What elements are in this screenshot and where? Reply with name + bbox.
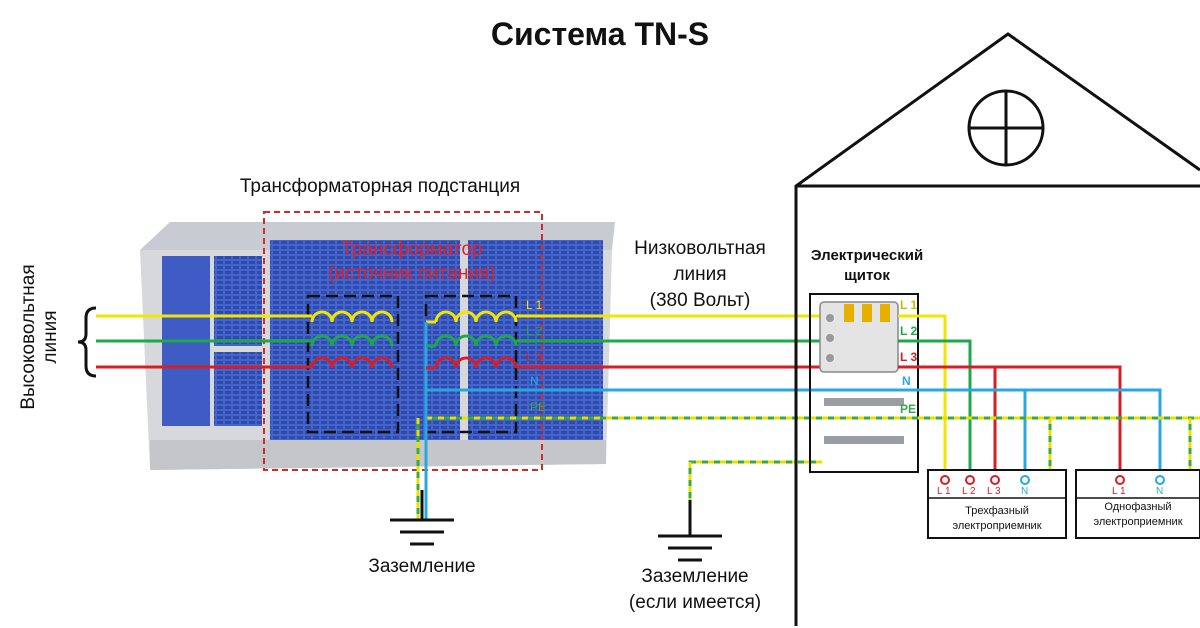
circuit-breaker <box>819 301 899 373</box>
three-phase-receiver-label-1: Трехфазный <box>965 505 1029 517</box>
grounding-optional-label: Заземление (если имеется) <box>600 564 790 616</box>
high-voltage-line-label-2: линия <box>40 310 61 364</box>
panel-box <box>809 293 919 473</box>
high-voltage-line-label: Высоковольтная линия <box>18 242 62 432</box>
grounding-optional-symbol <box>658 460 822 562</box>
three-phase-terminal-l2: L 2 <box>962 486 976 497</box>
receiver-terminals <box>940 475 1165 485</box>
transformer-label: Трансформатор (источник питания) <box>292 238 532 286</box>
transformer-l2-label: L 2 <box>526 324 543 338</box>
single-phase-terminal-n: N <box>1156 486 1164 497</box>
low-voltage-line-label-3: (380 Вольт) <box>649 290 751 311</box>
transformer-primary-frame <box>306 294 400 434</box>
three-phase-receiver-label-2: электроприемник <box>952 520 1042 532</box>
page-title: Система TN-S <box>490 16 710 52</box>
distribution-wires <box>822 314 1200 470</box>
transformer-l3-label: L 3 <box>526 350 543 364</box>
panel-label-1: Электрический <box>810 247 924 264</box>
low-voltage-line-label-1: Низковольтная <box>634 238 766 259</box>
transformer-l1-label: L 1 <box>526 298 543 312</box>
substation-building <box>140 222 615 470</box>
transformer-n-label: N <box>530 374 539 388</box>
grounding-symbol <box>390 490 454 546</box>
house-outline <box>794 32 1200 626</box>
panel-l2-label: L 2 <box>900 324 918 338</box>
transformer-pe-label: PE <box>530 400 547 414</box>
single-phase-receiver-label-2: электроприемник <box>1093 516 1183 528</box>
single-phase-terminal-l1: L 1 <box>1112 486 1126 497</box>
panel-label: Электрический щиток <box>796 246 938 286</box>
three-phase-terminal-l3: L 3 <box>987 486 1001 497</box>
three-phase-terminal-l1: L 1 <box>937 486 951 497</box>
single-phase-receiver-box <box>1075 469 1200 539</box>
grounding-optional-label-2: (если имеется) <box>628 592 762 613</box>
panel-l1-label: L 1 <box>900 298 918 312</box>
single-phase-receiver-label-1: Однофазный <box>1104 501 1172 513</box>
panel-pe-label: PE <box>900 402 917 416</box>
grounding-optional-label-1: Заземление <box>641 566 749 587</box>
three-phase-terminal-n: N <box>1021 486 1029 497</box>
single-phase-receiver-label: Однофазный электроприемник <box>1076 500 1200 530</box>
substation-label: Трансформаторная подстанция <box>239 176 521 197</box>
panel-l3-label: L 3 <box>900 350 918 364</box>
high-voltage-wires <box>96 314 312 369</box>
panel-n-label: N <box>902 374 911 388</box>
three-phase-receiver-label: Трехфазный электроприемник <box>928 504 1066 534</box>
low-voltage-line-label: Низковольтная линия (380 Вольт) <box>600 236 800 314</box>
grounding-label: Заземление <box>368 556 476 577</box>
transformer-label-2: (источник питания) <box>328 263 496 284</box>
panel-label-2: щиток <box>844 267 890 284</box>
low-voltage-wires <box>416 314 822 520</box>
high-voltage-brace <box>77 306 97 378</box>
transformer-label-1: Трансформатор <box>341 239 483 260</box>
bus-bars <box>824 398 904 444</box>
primary-coils <box>310 310 394 369</box>
secondary-coils <box>424 310 518 390</box>
high-voltage-line-label-1: Высоковольтная <box>18 264 39 410</box>
low-voltage-line-label-2: линия <box>673 264 727 285</box>
